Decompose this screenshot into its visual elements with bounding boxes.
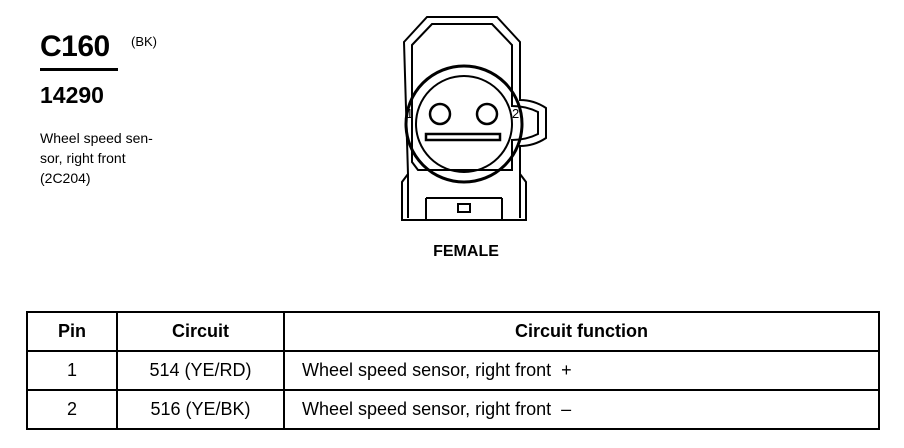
description-line: (2C204) <box>40 170 91 186</box>
pin-2-label: 2 <box>512 106 519 121</box>
function-cell: Wheel speed sensor, right front– <box>283 389 880 430</box>
polarity-sign: – <box>561 399 572 419</box>
housing-inner-outline <box>411 23 539 171</box>
function-text: Wheel speed sensor, right front <box>302 360 552 380</box>
circuit-cell: 514 (YE/RD) <box>116 350 285 391</box>
connector-description: Wheel speed sen- sor, right front (2C204… <box>40 128 153 188</box>
table-header-row: Pin Circuit Circuit function <box>26 311 880 352</box>
connector-gender-label: FEMALE <box>433 243 499 260</box>
part-number: 14290 <box>40 82 104 108</box>
connector-face-inner <box>415 75 513 173</box>
pin-cell: 1 <box>26 350 118 391</box>
pin-cell: 2 <box>26 389 118 430</box>
keying-slot <box>424 132 502 142</box>
pin-1-label: 1 <box>406 106 413 121</box>
connector-id: C160 <box>40 30 110 63</box>
pin-2-socket <box>475 102 499 126</box>
table-row: 1 514 (YE/RD) Wheel speed sensor, right … <box>26 350 880 391</box>
pin-1-socket <box>428 102 452 126</box>
locking-tab <box>457 203 471 213</box>
polarity-sign: + <box>561 360 572 380</box>
table-row: 2 516 (YE/BK) Wheel speed sensor, right … <box>26 389 880 430</box>
function-cell: Wheel speed sensor, right front + <box>283 350 880 391</box>
description-line: sor, right front <box>40 150 126 166</box>
description-line: Wheel speed sen- <box>40 130 153 146</box>
connector-face <box>404 64 524 184</box>
wire-color-code: (BK) <box>131 34 157 49</box>
circuit-cell: 516 (YE/BK) <box>116 389 285 430</box>
housing-skirt <box>407 174 521 220</box>
connector-id-underline <box>40 68 118 71</box>
function-text: Wheel speed sensor, right front <box>302 399 552 419</box>
header-pin: Pin <box>26 311 118 352</box>
connector-face-drawing: 1 2 <box>401 16 547 221</box>
header-circuit: Circuit <box>116 311 285 352</box>
housing-outline <box>401 16 547 221</box>
header-circuit-function: Circuit function <box>283 311 880 352</box>
pin-table: Pin Circuit Circuit function 1 514 (YE/R… <box>26 311 880 430</box>
